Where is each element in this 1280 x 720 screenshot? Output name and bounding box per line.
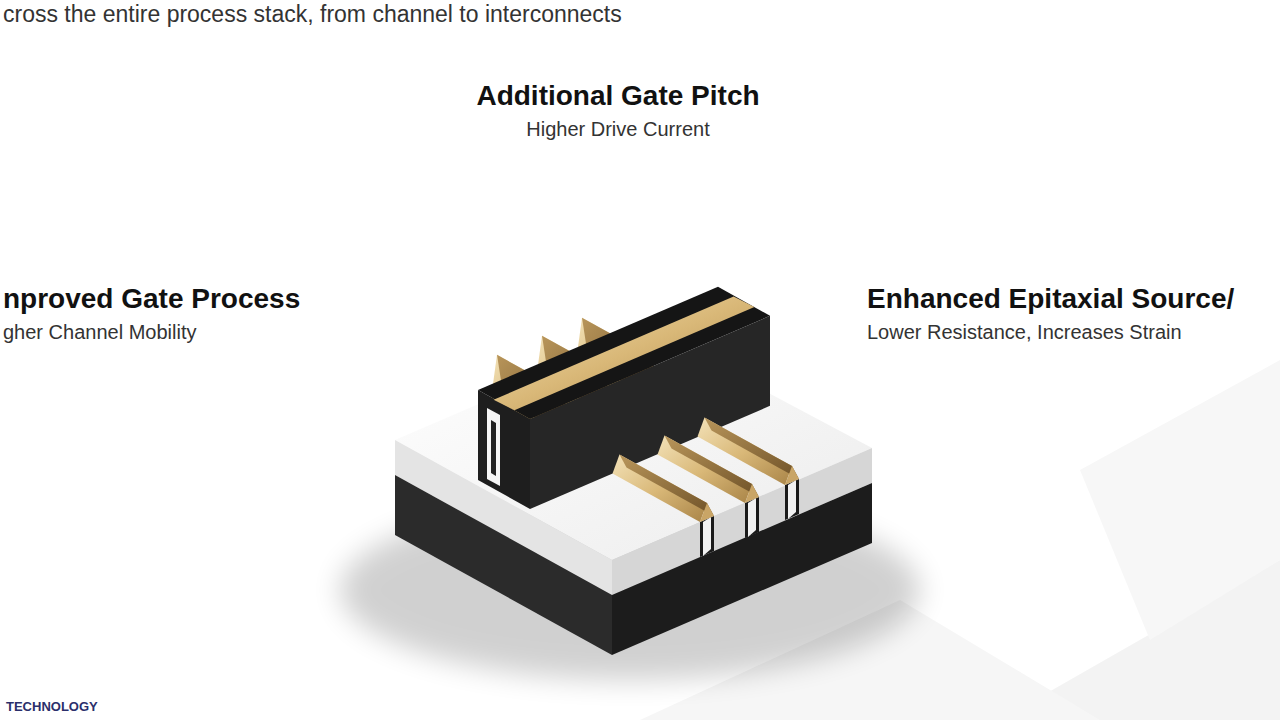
fin-slot-liner xyxy=(703,517,711,556)
footer-brand: TECHNOLOGY xyxy=(6,700,98,715)
feature-benefit: Lower Resistance, Increases Strain xyxy=(867,321,1182,344)
feature-benefit: gher Channel Mobility xyxy=(3,321,196,344)
slide-title: cross the entire process stack, from cha… xyxy=(3,1,622,27)
fin-slot xyxy=(785,479,799,520)
epi-cap xyxy=(745,484,759,503)
epi-cap xyxy=(785,466,799,485)
fin-slot-liner xyxy=(788,480,796,519)
gate-top xyxy=(478,287,770,419)
feature-benefit: Higher Drive Current xyxy=(526,118,709,141)
silicon-side xyxy=(395,475,612,655)
silicon-side xyxy=(612,483,872,655)
feature-heading: nproved Gate Process xyxy=(3,283,300,315)
gate-metal xyxy=(494,297,755,411)
feature-heading: Additional Gate Pitch xyxy=(476,80,759,112)
fin-slot-liner xyxy=(748,498,756,537)
fin-slot xyxy=(745,497,759,538)
fin-section xyxy=(491,420,496,476)
gate-section xyxy=(487,408,500,486)
bg-panel xyxy=(1080,360,1280,640)
feature-heading: Enhanced Epitaxial Source/ xyxy=(867,283,1234,315)
epi-cap xyxy=(700,503,714,522)
fin-slot xyxy=(700,516,714,557)
epi-face xyxy=(705,418,800,479)
front-fins xyxy=(613,418,800,557)
